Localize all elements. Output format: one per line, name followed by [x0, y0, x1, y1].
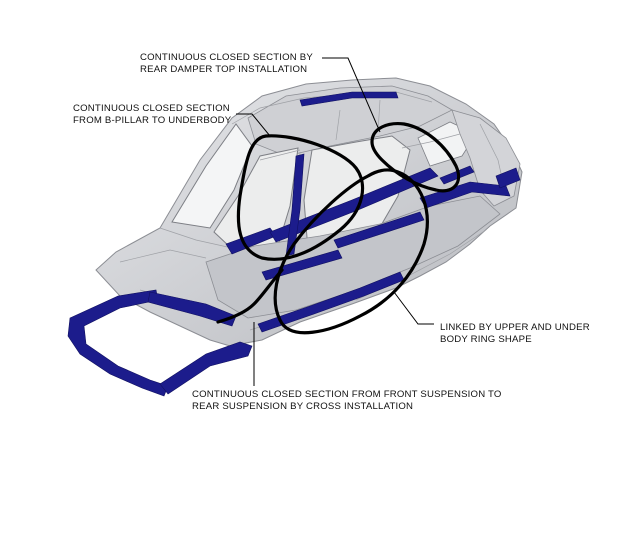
b-pillar-ring-loop	[236, 134, 365, 261]
rear-damper-loop	[370, 122, 461, 193]
b-pillar-reinforcement	[285, 153, 305, 257]
front-lower-member	[159, 341, 253, 395]
floor-cross-member-2	[333, 211, 425, 249]
floor-cross-member-1	[261, 249, 343, 281]
rear-panel-reinforcement	[495, 167, 521, 189]
leader-lines	[236, 57, 434, 386]
callout-cross-installation: CONTINUOUS CLOSED SECTION FROM FRONT SUS…	[192, 389, 502, 412]
leader-b-pillar	[236, 113, 271, 137]
callout-rear-damper-top: CONTINUOUS CLOSED SECTION BY REAR DAMPER…	[140, 52, 313, 75]
callout-b-pillar-underbody: CONTINUOUS CLOSED SECTION FROM B-PILLAR …	[73, 103, 232, 126]
high-strength-members	[67, 91, 521, 397]
front-side-member	[147, 291, 237, 327]
leader-rear-damper	[322, 57, 381, 133]
closed-section-loops	[216, 122, 461, 335]
roof-rail	[299, 91, 399, 107]
callout-ring-shape: LINKED BY UPPER AND UNDER BODY RING SHAP…	[440, 322, 590, 345]
body-ring-loop	[273, 168, 429, 335]
leader-ring-shape	[393, 291, 434, 325]
cross-installation-line	[216, 268, 284, 324]
